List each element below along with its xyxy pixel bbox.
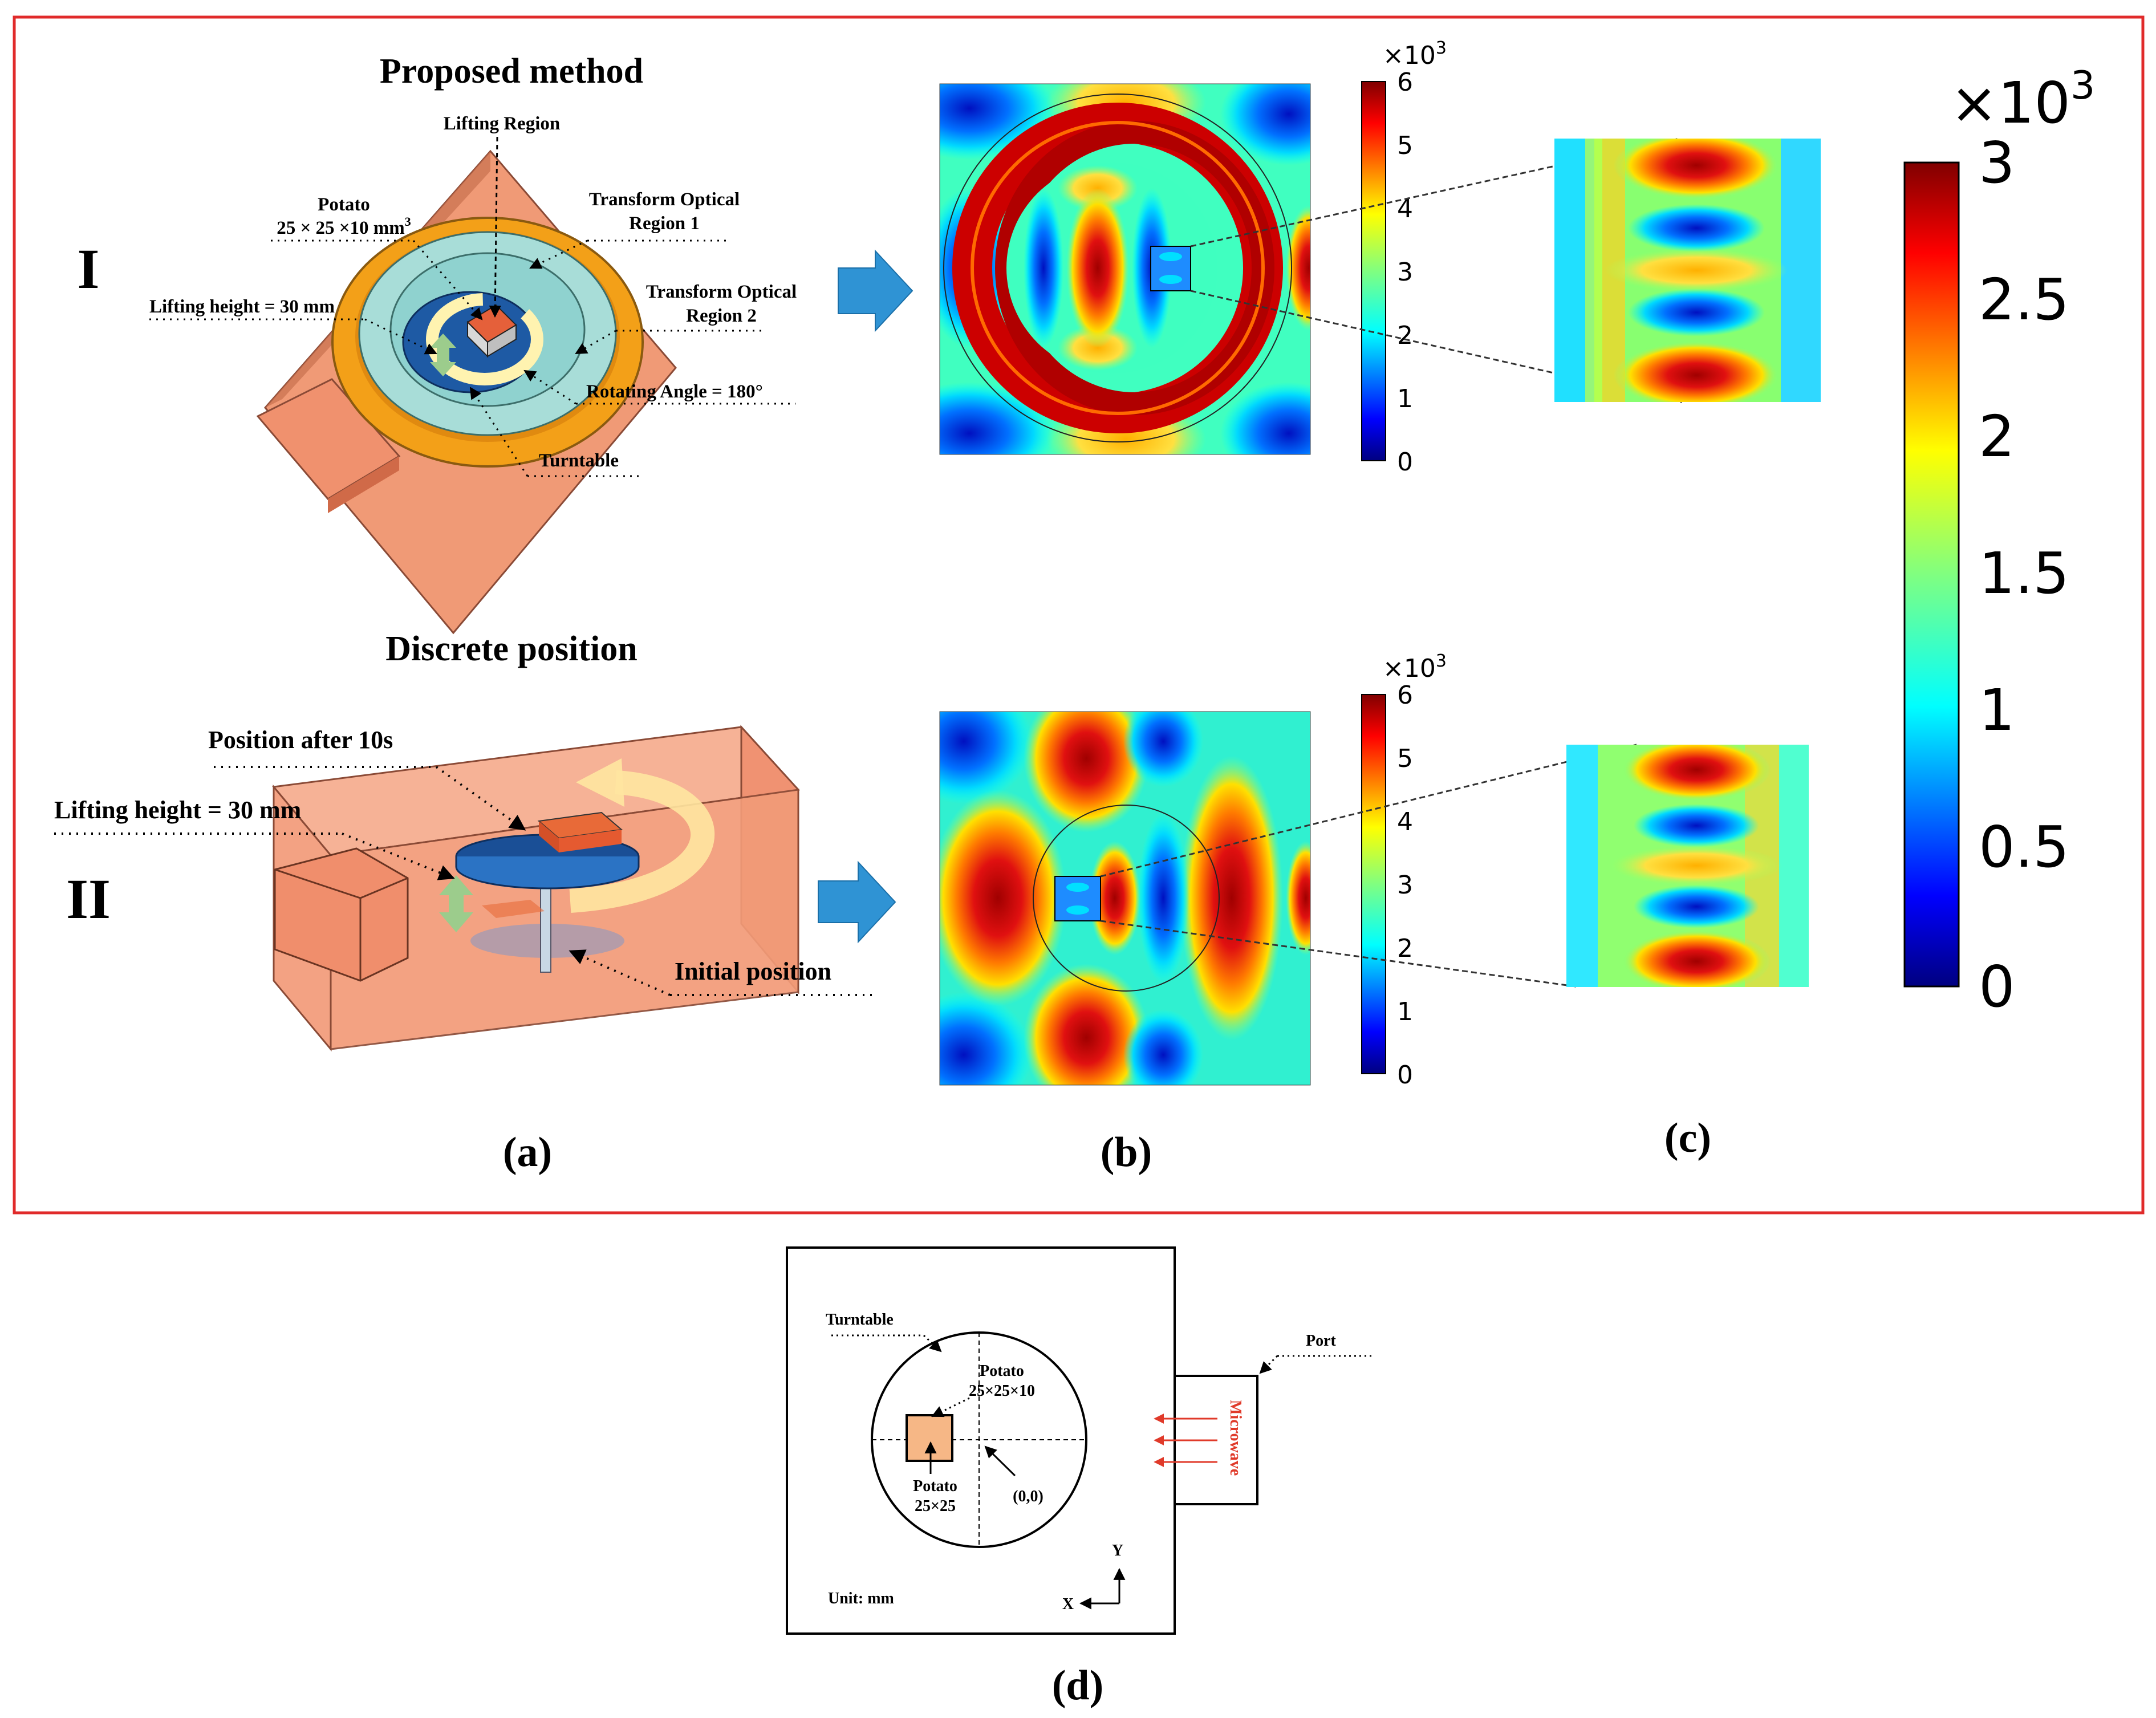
cb1-exp: 3 <box>1436 38 1447 58</box>
cb2-multiplier: ×103 <box>1383 651 1447 683</box>
label-transform-2a: Transform Optical <box>646 282 797 302</box>
colorbar-b2: 6 5 4 3 2 1 0 ×103 <box>1361 651 1447 1090</box>
d-unit: Unit: mm <box>828 1590 894 1607</box>
row1-annotations: Lifting Region Potato 25 × 25 ×10 mm3 Tr… <box>149 113 797 477</box>
row2-title: Discrete position <box>385 629 637 668</box>
cbc-tick: 2.5 <box>1979 266 2069 333</box>
label-transform-1b: Region 1 <box>629 213 700 234</box>
axis-x: X <box>1062 1595 1074 1613</box>
cb2-tick: 4 <box>1397 807 1413 836</box>
d-potato-bottom-2: 25×25 <box>915 1497 956 1515</box>
zoom-map-c1 <box>1554 139 1821 402</box>
panel-label-d: (d) <box>1052 1662 1103 1709</box>
cbc-tick: 0 <box>1979 953 2015 1020</box>
label-initial-position: Initial position <box>675 957 831 985</box>
arrow-to-b1[interactable] <box>838 249 913 332</box>
cb2-tick: 2 <box>1397 934 1413 963</box>
label-lifting-region: Lifting Region <box>444 113 560 134</box>
panel-label-a: (a) <box>503 1129 552 1176</box>
oven-cavity-3d <box>256 149 677 635</box>
panel-label-c: (c) <box>1664 1115 1711 1161</box>
colorbar-b1: 6 5 4 3 2 1 0 ×103 <box>1361 38 1447 477</box>
cbc-tick: 3 <box>1979 129 2015 196</box>
panel-a-row1: Proposed method I Lif <box>78 52 913 635</box>
row1-title: Proposed method <box>380 52 643 91</box>
label-lifting-height-2: Lifting height = 30 mm <box>54 796 301 824</box>
rotation-arrow <box>569 770 714 913</box>
label-lifting-height-1: Lifting height = 30 mm <box>149 297 335 317</box>
panel-a-row2: Discrete position II <box>54 629 896 1052</box>
arrow-to-b2[interactable] <box>818 860 896 944</box>
cbc-tick: 2 <box>1979 403 2015 470</box>
label-potato-sup: 3 <box>405 214 411 229</box>
panel-frame <box>13 15 2145 1215</box>
label-potato-1: Potato <box>318 194 370 215</box>
d-label-port: Port <box>1306 1332 1337 1350</box>
cb2-exp: 3 <box>1436 651 1447 671</box>
zoom-map-c2 <box>1566 745 1809 987</box>
colorbar-c: 3 2.5 2 1.5 1 0.5 0 ×103 <box>1903 63 2095 1020</box>
svg-text:25 × 25 ×10 mm3: 25 × 25 ×10 mm3 <box>277 214 411 238</box>
row2-roman: II <box>66 867 111 931</box>
d-potato-bottom-1: Potato <box>913 1477 957 1495</box>
colorbar-b2-ticks: 6 5 4 3 2 1 0 <box>1397 681 1413 1090</box>
d-potato-top-1: Potato <box>980 1362 1024 1380</box>
cb2-tick: 3 <box>1397 871 1413 900</box>
port-box-2 <box>274 847 409 982</box>
panel-label-b: (b) <box>1101 1129 1152 1176</box>
cbc-tick: 1.5 <box>1979 540 2069 607</box>
cb1-tick: 1 <box>1397 384 1413 413</box>
field-map-b2 <box>939 711 1311 1086</box>
label-potato-2: 25 × 25 ×10 mm <box>277 218 405 238</box>
cb1-tick: 2 <box>1397 321 1413 350</box>
label-position-after: Position after 10s <box>208 726 393 754</box>
cb2-tick: 0 <box>1397 1061 1413 1090</box>
axis-y: Y <box>1112 1542 1123 1559</box>
cb2-tick: 6 <box>1397 681 1413 710</box>
cbc-tick: 0.5 <box>1979 814 2069 880</box>
cb1-tick: 6 <box>1397 68 1413 97</box>
cb2-tick: 1 <box>1397 997 1413 1026</box>
d-label-turntable: Turntable <box>826 1311 894 1329</box>
row1-roman: I <box>78 237 100 300</box>
oven-box-3d <box>272 725 801 1052</box>
label-rotating-angle: Rotating Angle = 180° <box>586 381 763 402</box>
cbc-exp: 3 <box>2070 63 2095 108</box>
cb1-tick: 3 <box>1397 258 1413 287</box>
d-potato-top-2: 25×25×10 <box>969 1382 1035 1400</box>
cb1-tick: 0 <box>1397 448 1413 477</box>
cb1-multiplier: ×103 <box>1383 38 1447 70</box>
zoom-lines-2 <box>1100 744 1637 988</box>
label-transform-2b: Region 2 <box>686 306 757 326</box>
cb1-tick: 5 <box>1397 131 1413 160</box>
xy-axes: Y X <box>1062 1542 1126 1613</box>
panel-d-schematic: Turntable Port Potato 25×25×10 Potato 25… <box>786 1246 1374 1635</box>
colorbar-c-ticks: 3 2.5 2 1.5 1 0.5 0 <box>1979 129 2069 1020</box>
label-turntable: Turntable <box>539 450 619 471</box>
microwave-arrows <box>1154 1414 1217 1467</box>
potato-square <box>906 1414 953 1462</box>
field-map-b1 <box>939 83 1311 455</box>
colorbar-b1-ticks: 6 5 4 3 2 1 0 <box>1397 68 1413 477</box>
row2-annotations: Position after 10s Lifting height = 30 m… <box>54 726 872 996</box>
lift-arrow-2 <box>439 875 473 932</box>
label-transform-1a: Transform Optical <box>589 189 740 210</box>
d-microwave: Microwave <box>1227 1400 1244 1476</box>
cavity-outline <box>786 1246 1176 1635</box>
cbc-multiplier: ×103 <box>1950 63 2095 136</box>
cbc-tick: 1 <box>1979 677 2015 744</box>
cb2-tick: 5 <box>1397 744 1413 773</box>
d-origin: (0,0) <box>1013 1488 1044 1505</box>
